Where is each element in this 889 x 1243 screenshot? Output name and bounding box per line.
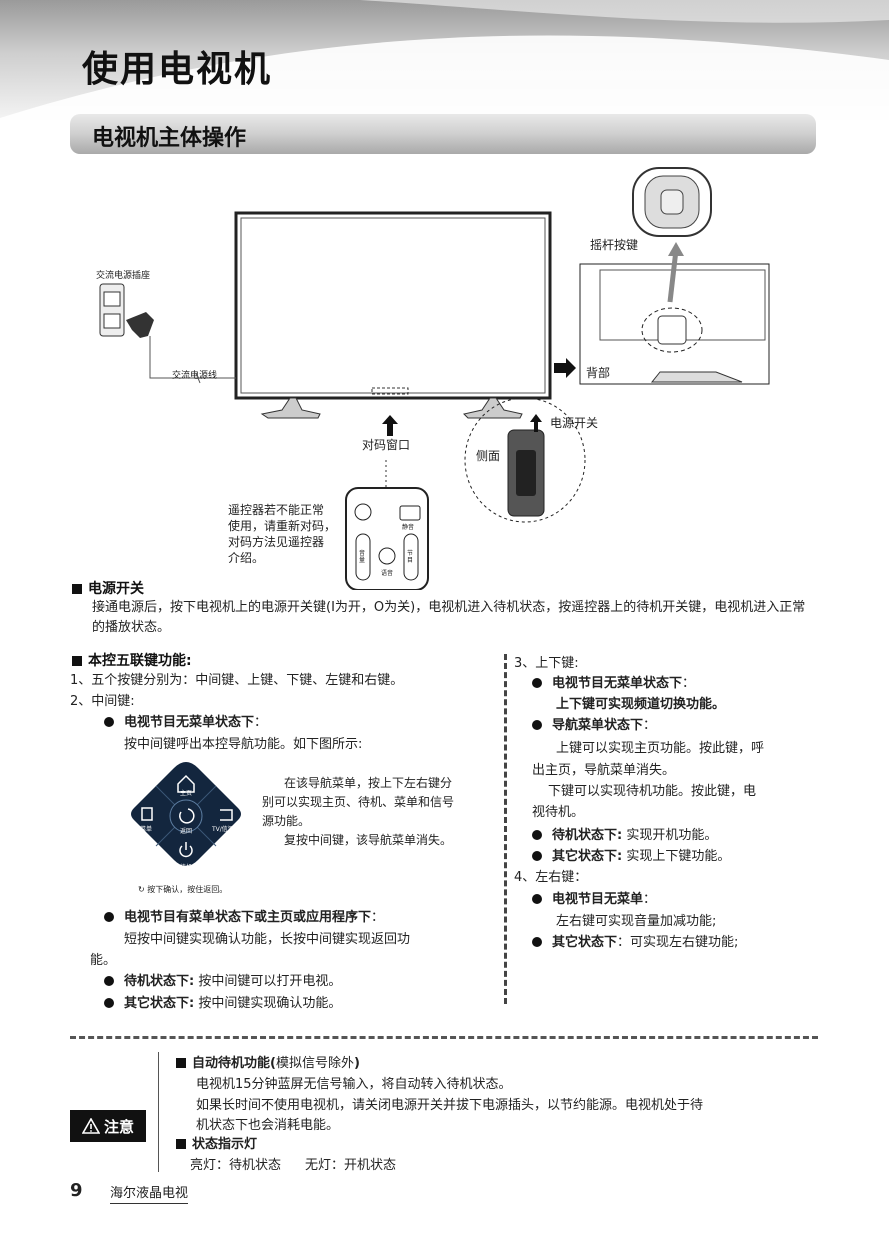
updown-nav-l3: 下键可以实现待机功能。按此键，电 [548, 784, 757, 799]
bullet-with-menu: 电视节目有菜单状态下或主页或应用程序下： [104, 908, 384, 928]
bullet-with-menu-text2: 能。 [90, 953, 117, 968]
header-swoosh [0, 0, 889, 120]
bullet-no-menu-text: 按中间键呼出本控导航功能。如下图所示: [124, 737, 363, 752]
bullet-icon [532, 894, 542, 904]
bullet-icon [104, 976, 114, 986]
nav-description: 在该导航菜单，按上下左右键分 别可以实现主页、待机、菜单和信号 源功能。 复按中… [262, 776, 455, 847]
power-switch-label: 电源开关 [550, 416, 599, 430]
nav-back: 返回 [180, 828, 193, 835]
ir-window-label: 对码窗口 [362, 438, 411, 452]
note-indicator-heading: 状态指示灯 [176, 1135, 257, 1155]
updown-standby: 待机状态下: 实现开机功能。 [532, 826, 717, 846]
bullet-icon [532, 830, 542, 840]
remote-vol-label: 音量 [359, 550, 366, 564]
bullet-icon [532, 720, 542, 730]
nav-menu: 菜单 [140, 826, 153, 833]
five-key-heading: 本控五联键功能: [72, 650, 192, 670]
nav-standby: 待机 [180, 864, 193, 871]
page-title: 使用电视机 [82, 49, 273, 90]
menu-icon [141, 807, 153, 821]
updown-nav-l4: 视待机。 [532, 805, 585, 820]
note-text1: 电视机15分钟蓝屏无信号输入，将自动转入待机状态。 [196, 1077, 512, 1092]
bullet-with-menu-text1: 短按中间键实现确认功能，长按中间键实现返回功 [124, 932, 411, 947]
tv-stand-left [260, 397, 321, 419]
home-icon [177, 774, 195, 793]
source-icon [220, 809, 233, 821]
warning-icon [81, 1118, 100, 1134]
bullet-standby: 待机状态下: 按中间键可以打开电视。 [104, 972, 341, 992]
note-indicator-text: 亮灯：待机状态无灯：开机状态 [190, 1158, 397, 1173]
bullet-icon [532, 851, 542, 861]
square-bullet-icon [176, 1139, 186, 1149]
remote-mute-label: 静音 [402, 524, 415, 531]
bullet-icon [532, 937, 542, 947]
column-divider [504, 654, 507, 1004]
ac-cord [149, 336, 236, 379]
five-key-line2: 2、中间键: [70, 694, 135, 709]
updown-other: 其它状态下: 实现上下键功能。 [532, 847, 730, 867]
updown-nav-menu: 导航菜单状态下： [532, 716, 656, 736]
tv-screen [234, 211, 552, 400]
back-icon [179, 808, 195, 824]
updown-heading: 3、上下键: [514, 656, 579, 671]
joystick-label: 摇杆按键 [590, 238, 639, 252]
bullet-icon [104, 717, 114, 727]
nav-home: 主页 [180, 790, 193, 797]
nav-source: TV/信源 [212, 826, 234, 833]
five-key-line1: 1、五个按键分别为：中间键、上键、下键、左键和右键。 [70, 673, 404, 688]
square-bullet-icon [176, 1058, 186, 1068]
back-arrow-icon: ↻ [138, 885, 145, 894]
section-bar [70, 114, 816, 154]
note-vertical-line [158, 1052, 159, 1172]
remote-ch-label: 节目 [407, 550, 414, 564]
remote-voice-label: 语音 [381, 570, 394, 577]
page-number: 9 [70, 1180, 83, 1201]
updown-nav-l1: 上键可以实现主页功能。按此键，呼 [556, 741, 765, 756]
updown-no-menu: 电视节目无菜单状态下： [532, 674, 695, 694]
leftright-no-menu-text: 左右键可实现音量加减功能; [556, 914, 717, 929]
standby-icon [179, 845, 193, 858]
note-text2: 如果长时间不使用电视机，请关闭电源开关并拔下电源插头，以节约能源。电视机处于待 [196, 1098, 704, 1113]
power-body: 接通电源后，按下电视机上的电源开关键(I为开，O为关)，电视机进入待机状态，按遥… [92, 600, 806, 635]
remote [345, 487, 429, 590]
bullet-icon [104, 912, 114, 922]
back-label: 背部 [586, 366, 611, 380]
note-text3: 机状态下也会消耗电能。 [196, 1118, 340, 1133]
updown-no-menu-text: 上下键可实现频道切换功能。 [556, 697, 726, 712]
nav-hint: ↻ 按下确认，按住返回。 [138, 885, 228, 894]
tv-diagram [99, 167, 770, 590]
ac-cord-label: 交流电源线 [172, 371, 218, 381]
side-label: 侧面 [476, 449, 501, 463]
remote-note: 遥控器若不能正常 使用，请重新对码， 对码方法见遥控器 介绍。 [228, 503, 337, 565]
ac-socket-label: 交流电源插座 [96, 271, 151, 281]
square-bullet-icon [72, 584, 82, 594]
section-title: 电视机主体操作 [92, 126, 247, 151]
square-bullet-icon [72, 656, 82, 666]
note-separator [70, 1036, 818, 1039]
leftright-no-menu: 电视节目无菜单： [532, 890, 656, 910]
leftright-other: 其它状态下：可实现左右键功能; [532, 933, 738, 953]
bullet-no-menu: 电视节目无菜单状态下： [104, 713, 267, 733]
nav-menu-diagram [131, 762, 241, 866]
bullet-icon [104, 998, 114, 1008]
note-auto-standby-heading: 自动待机功能(模拟信号除外) [176, 1054, 360, 1074]
power-heading: 电源开关 [72, 578, 144, 598]
bullet-other: 其它状态下: 按中间键实现确认功能。 [104, 994, 341, 1014]
note-badge: 注意 [70, 1110, 146, 1142]
bullet-icon [532, 678, 542, 688]
leftright-heading: 4、左右键： [514, 870, 588, 885]
ac-plug [126, 312, 154, 338]
updown-nav-l2: 出主页，导航菜单消失。 [532, 763, 676, 778]
footer-brand: 海尔液晶电视 [110, 1182, 189, 1204]
